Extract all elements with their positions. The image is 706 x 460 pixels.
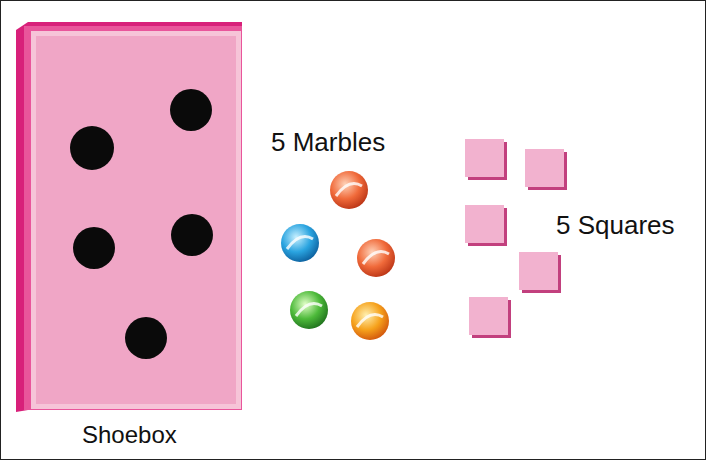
shoebox: Shoebox [16,22,242,412]
group-label: 5 Squares [556,211,675,240]
group-label: 5 Marbles [271,128,385,157]
box-label: Shoebox [82,422,177,448]
shoebox-drawing [16,22,242,412]
squares [465,139,567,338]
marbles [281,171,395,340]
